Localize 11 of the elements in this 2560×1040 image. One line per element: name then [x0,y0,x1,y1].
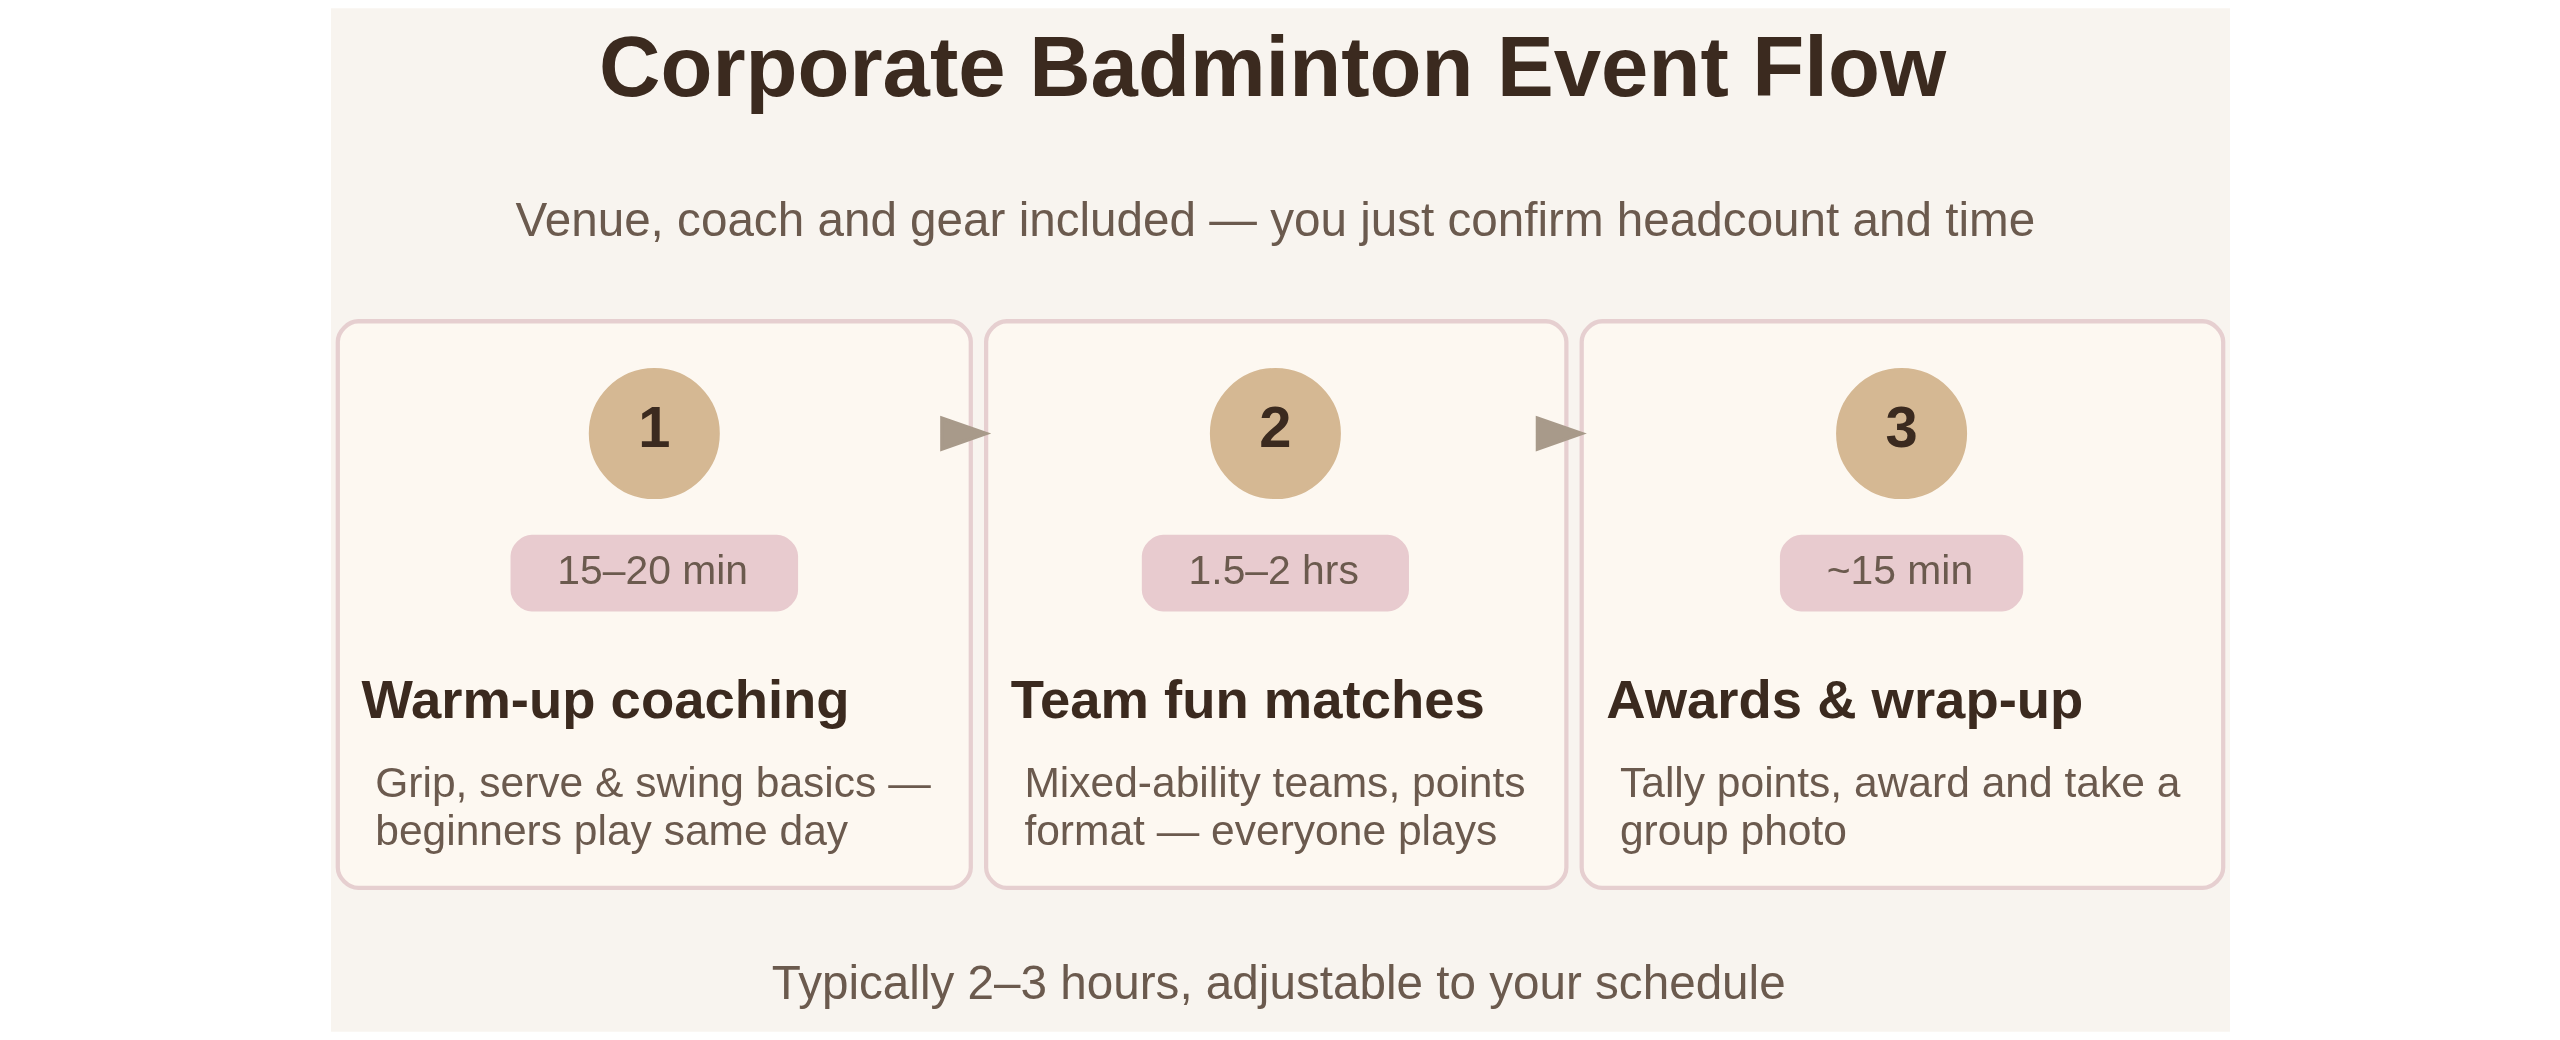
diagram-title: Corporate Badminton Event Flow [598,18,1946,114]
node-circle: 3 [1835,368,1967,500]
node-circle: 2 [1209,368,1341,500]
label: Venue, coach and gear included — you just confirm headcount and time [515,193,2035,246]
node-box: 15–20 min [510,534,798,612]
arrow [1535,415,1587,452]
node-box: ~15 min [1779,534,2023,612]
node-box: 1.5–2 hrs [1141,534,1409,612]
arrow [939,415,991,452]
node-circle: 1 [588,368,720,500]
caption: Typically 2–3 hours, adjustable to your schedule [771,956,1786,1010]
